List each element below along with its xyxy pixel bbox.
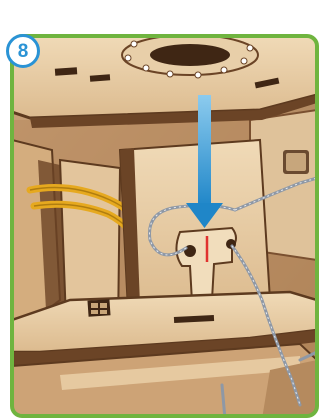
- step-number: 8: [18, 42, 29, 61]
- step-number-badge: 8: [6, 34, 40, 68]
- deck-ring-hole: [150, 44, 230, 66]
